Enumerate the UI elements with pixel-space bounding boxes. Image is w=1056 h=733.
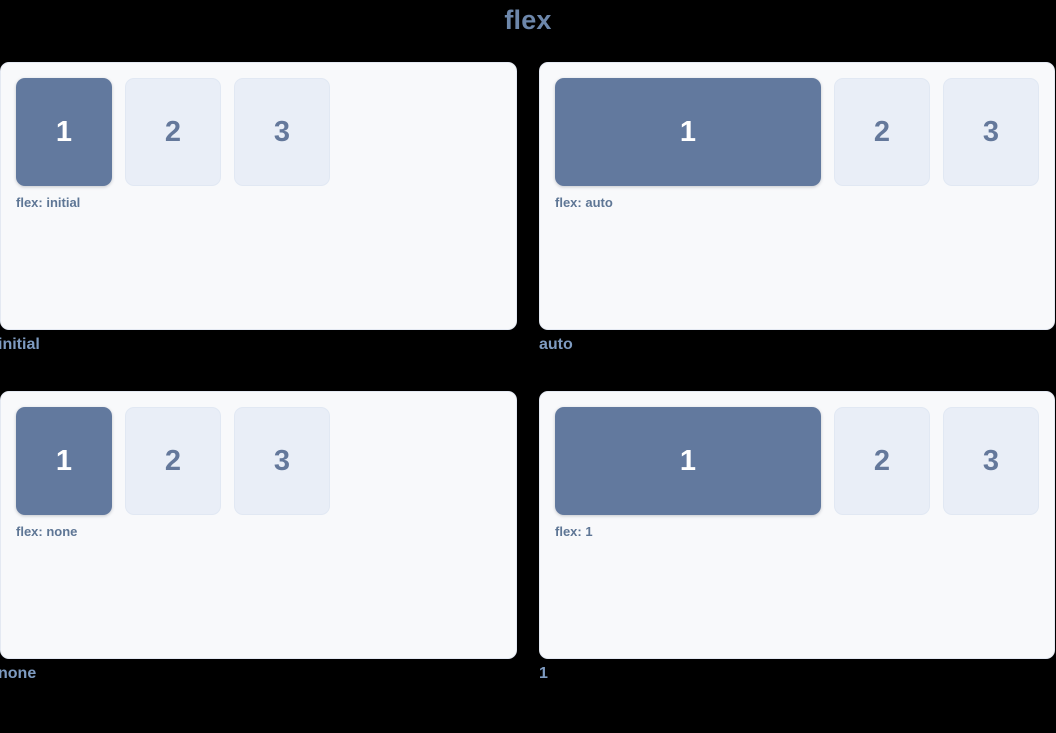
flex-item-label: 3 (982, 115, 1000, 148)
flex-item-2[interactable]: 2 (834, 407, 930, 515)
section-label-initial: initial (0, 336, 40, 353)
demo-panel-initial: 1 2 3 flex: initial (0, 62, 517, 330)
flex-item-3[interactable]: 3 (234, 78, 330, 186)
flex-item-1[interactable]: 1 (555, 78, 821, 186)
flex-item-label: 2 (164, 444, 182, 477)
flex-item-label: 2 (873, 444, 891, 477)
demo-section-initial: 1 2 3 flex: initial initial (0, 62, 517, 353)
code-label-none: flex: none (16, 524, 78, 539)
code-label-initial: flex: initial (16, 195, 81, 210)
flex-container-initial: 1 2 3 (16, 78, 501, 186)
flex-container-auto: 1 2 3 (555, 78, 1039, 186)
page-title: flex (504, 5, 552, 35)
code-label-one: flex: 1 (555, 524, 593, 539)
flex-container-none: 1 2 3 (16, 407, 501, 515)
flex-item-3[interactable]: 3 (943, 78, 1039, 186)
flex-item-label: 1 (679, 444, 697, 477)
demo-section-auto: 1 2 3 flex: auto auto (539, 62, 1056, 353)
flex-item-label: 1 (55, 444, 73, 477)
flex-item-label: 3 (273, 115, 291, 148)
demo-panel-none: 1 2 3 flex: none (0, 391, 517, 659)
flex-item-3[interactable]: 3 (234, 407, 330, 515)
flex-item-2[interactable]: 2 (125, 78, 221, 186)
demo-panel-auto: 1 2 3 flex: auto (539, 62, 1055, 330)
flex-item-2[interactable]: 2 (834, 78, 930, 186)
flex-item-1[interactable]: 1 (555, 407, 821, 515)
flex-container-one: 1 2 3 (555, 407, 1039, 515)
section-label-none: none (0, 665, 37, 682)
demo-panel-one: 1 2 3 flex: 1 (539, 391, 1055, 659)
section-label-one: 1 (539, 665, 548, 682)
flex-item-1[interactable]: 1 (16, 78, 112, 186)
demo-section-one: 1 2 3 flex: 1 1 (539, 391, 1056, 682)
flex-item-3[interactable]: 3 (943, 407, 1039, 515)
flex-demo-grid: 1 2 3 flex: initial initial 1 2 (0, 62, 1056, 682)
flex-item-label: 1 (55, 115, 73, 148)
demo-section-none: 1 2 3 flex: none none (0, 391, 517, 682)
flex-item-label: 1 (679, 115, 697, 148)
flex-item-2[interactable]: 2 (125, 407, 221, 515)
code-label-auto: flex: auto (555, 195, 613, 210)
section-label-auto: auto (539, 336, 573, 353)
flex-item-label: 2 (873, 115, 891, 148)
flex-item-1[interactable]: 1 (16, 407, 112, 515)
flex-item-label: 2 (164, 115, 182, 148)
flex-item-label: 3 (273, 444, 291, 477)
flex-item-label: 3 (982, 444, 1000, 477)
